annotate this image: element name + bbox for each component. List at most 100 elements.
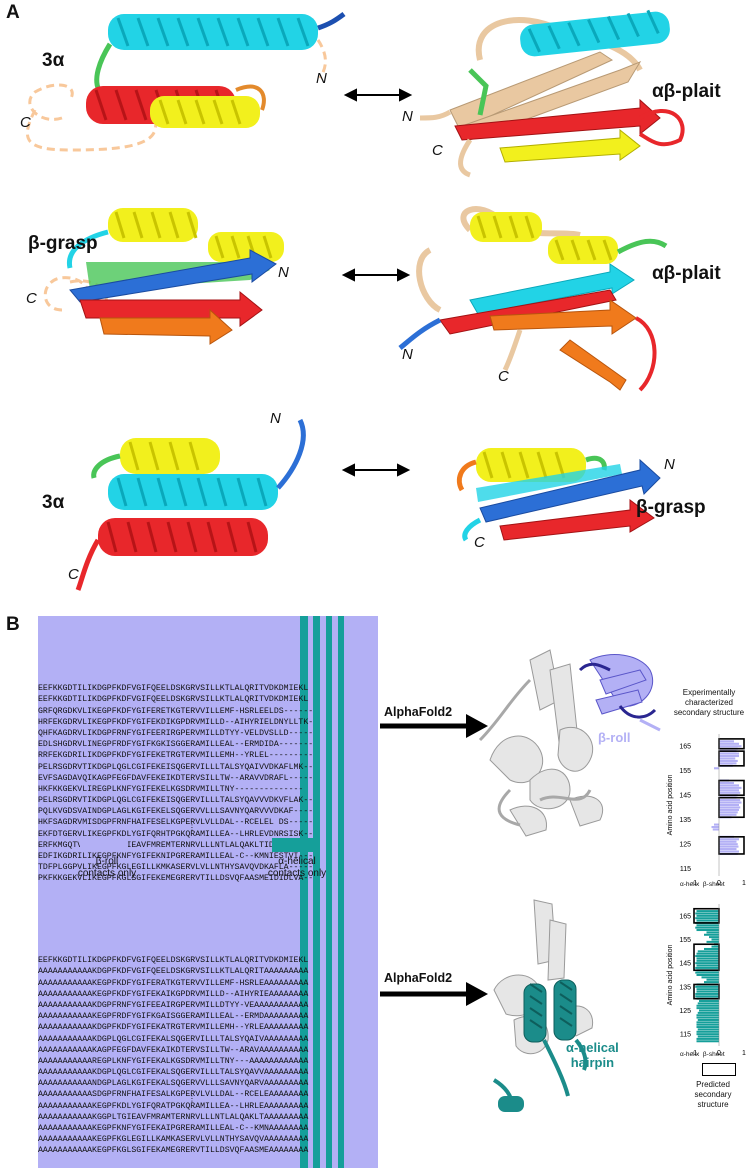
x-tick-label: -1 — [691, 1050, 697, 1057]
exp-xaxis-labels: α-helix β-sheet — [680, 881, 725, 888]
y-tick-label: 115 — [680, 1032, 691, 1039]
bar — [697, 1002, 719, 1005]
alignment-row: AAAAAAAAAAAKEGPFKNFYGIFEKAIPGRERAMILLEAL… — [38, 1124, 309, 1134]
row2-right-label: αβ-plait — [652, 263, 721, 284]
bar — [697, 950, 719, 953]
bar — [719, 806, 741, 809]
bar — [696, 952, 719, 955]
bar — [697, 1018, 719, 1021]
bar — [714, 767, 719, 770]
bar — [719, 789, 739, 792]
bar — [704, 947, 719, 950]
bar — [695, 971, 719, 974]
alignment-row: AAAAAAAAAAANDGPLAGLKGIFEKALSQGERVVLLLSAV… — [38, 1079, 309, 1089]
bar — [712, 828, 719, 831]
alignment-row: EEFKKGDTILIKDGPFKDFVGIFQEELDSKGRVSILLKTL… — [38, 684, 309, 694]
bar — [696, 1021, 719, 1024]
bar — [719, 838, 739, 841]
alignment-row: PKFKKGEKVLIKEGPFKGLSGIFEKEMEGRERVTILLDSV… — [38, 874, 314, 884]
bar — [719, 843, 738, 846]
predicted-box-legend — [702, 1063, 736, 1076]
y-tick-label: 155 — [679, 937, 691, 944]
bar — [696, 988, 719, 991]
bar — [696, 914, 719, 917]
alignment-row: EEFKKGDTILIKDGPFKDFVGIFQEELDSKGRVSILLKTL… — [38, 695, 309, 705]
alignment-row: EEFKKGDTILIKDGPFKDFVGIFQEELDSKGRVSILLKTL… — [38, 956, 309, 966]
bar — [695, 962, 719, 965]
double-arrow-row1 — [343, 88, 413, 102]
bar — [695, 917, 719, 920]
alpha-hairpin-label: α-helical hairpin — [566, 1040, 619, 1070]
bar — [696, 957, 719, 960]
row1-right-c-term: C — [432, 142, 443, 159]
alignment-top: EEFKKGDTILIKDGPFKDFVGIFQEELDSKGRVSILLKTL… — [38, 616, 378, 896]
bar — [719, 799, 741, 802]
bar — [719, 759, 738, 762]
bar — [701, 976, 719, 979]
row2-left-n-term: N — [278, 264, 289, 281]
loop-green — [94, 42, 113, 94]
y-tick-label: 145 — [679, 793, 691, 800]
bar — [719, 811, 738, 814]
alignment-row: AAAAAAAAAAAKEGPFKDFYGIFERATKGTERVVILLEMF… — [38, 978, 309, 988]
row3-right-label: β-grasp — [636, 497, 706, 518]
bar — [719, 752, 739, 755]
row1-left-n-term: N — [316, 70, 327, 87]
double-arrow-row3 — [341, 463, 411, 477]
y-tick-label: 135 — [679, 984, 691, 991]
x-tick-label: 0 — [717, 1050, 721, 1057]
bar — [699, 1009, 719, 1012]
structure-alpha-hairpin — [492, 899, 594, 1112]
exp-xaxis-helix: α-helix — [680, 881, 700, 888]
y-axis-label: Amino acid position — [667, 945, 674, 1006]
row1-right-n-term: N — [402, 108, 413, 125]
alignment-row: EKFDTGERVLIKEGPFKDLYGIFQRHTPGKQRAMILLEA-… — [38, 829, 314, 839]
alignment-row: HKFSAGDRVMISDGPFRNFHAIFESELKGPERVLVLLDAL… — [38, 818, 314, 828]
bar — [697, 1035, 719, 1038]
bar — [719, 808, 739, 811]
bar — [695, 995, 719, 998]
alignment-row: RRFEKGDRILIKDGPFKDFYGIFEKETRGTERVMILLEMH… — [38, 751, 314, 761]
bar — [719, 840, 737, 843]
y-tick-label: 135 — [679, 817, 691, 824]
exp-xaxis-sheet: β-sheet — [702, 881, 725, 888]
alignment-row: PELRSGDRVTIKDGPLQGLCGIFEKEISQGERVILLLTAL… — [38, 796, 314, 806]
y-tick-label: 145 — [679, 961, 691, 968]
structure-beta-roll — [478, 649, 661, 837]
alignment-row: AAAAAAAAAAAKDGPLQGLCGIFEKALSQGERVILLLTAL… — [38, 1068, 309, 1078]
alignment-bottom-ellipsis: ⋮ — [188, 1094, 196, 1103]
double-arrow-row2 — [341, 268, 411, 282]
alignment-row: AAAAAAAAAAASDGPFRNFHAIFESALKGPERVLVLLDAL… — [38, 1090, 309, 1100]
alignment-row: AAAAAAAAAAAKDGPFKDFVGIFQEELDSKGRVSILLKTL… — [38, 967, 309, 977]
bar — [719, 745, 742, 748]
helix-yellow — [150, 96, 260, 128]
y-tick-label: 165 — [679, 744, 691, 751]
y-axis-label: Amino acid position — [667, 775, 674, 836]
row1-right-label: αβ-plait — [652, 81, 721, 102]
bar — [695, 955, 719, 958]
bar — [695, 926, 719, 929]
exp-ss-title: Experimentally characterized secondary s… — [673, 688, 745, 717]
bar — [696, 910, 719, 913]
n-term-coil — [317, 11, 346, 31]
bar — [706, 978, 719, 981]
alphafold-label-bottom: AlphaFold2 — [384, 971, 453, 985]
panel-label-a: A — [6, 2, 20, 23]
bar — [697, 1028, 719, 1031]
bar — [719, 784, 739, 787]
alignment-top-ellipsis: ⋮ — [188, 823, 196, 832]
row3-left-structure — [75, 418, 306, 591]
bar — [696, 1040, 719, 1043]
bar — [696, 959, 719, 962]
bar — [695, 912, 719, 915]
pred-xaxis-helix: α-helix — [680, 1051, 700, 1058]
bar — [704, 981, 719, 984]
bar — [719, 781, 734, 785]
alignment-row: EDLSHGDRVLINEGPFRDFYGIFKGKISGGERAMILLEAL… — [38, 740, 314, 750]
bar — [695, 985, 719, 988]
row1-right-structure — [419, 9, 685, 178]
bar — [696, 1037, 719, 1040]
alignment-row: PELRSGDRVTIKDGPLQGLCGIFEKEISQGERVILLLTAL… — [38, 762, 314, 772]
